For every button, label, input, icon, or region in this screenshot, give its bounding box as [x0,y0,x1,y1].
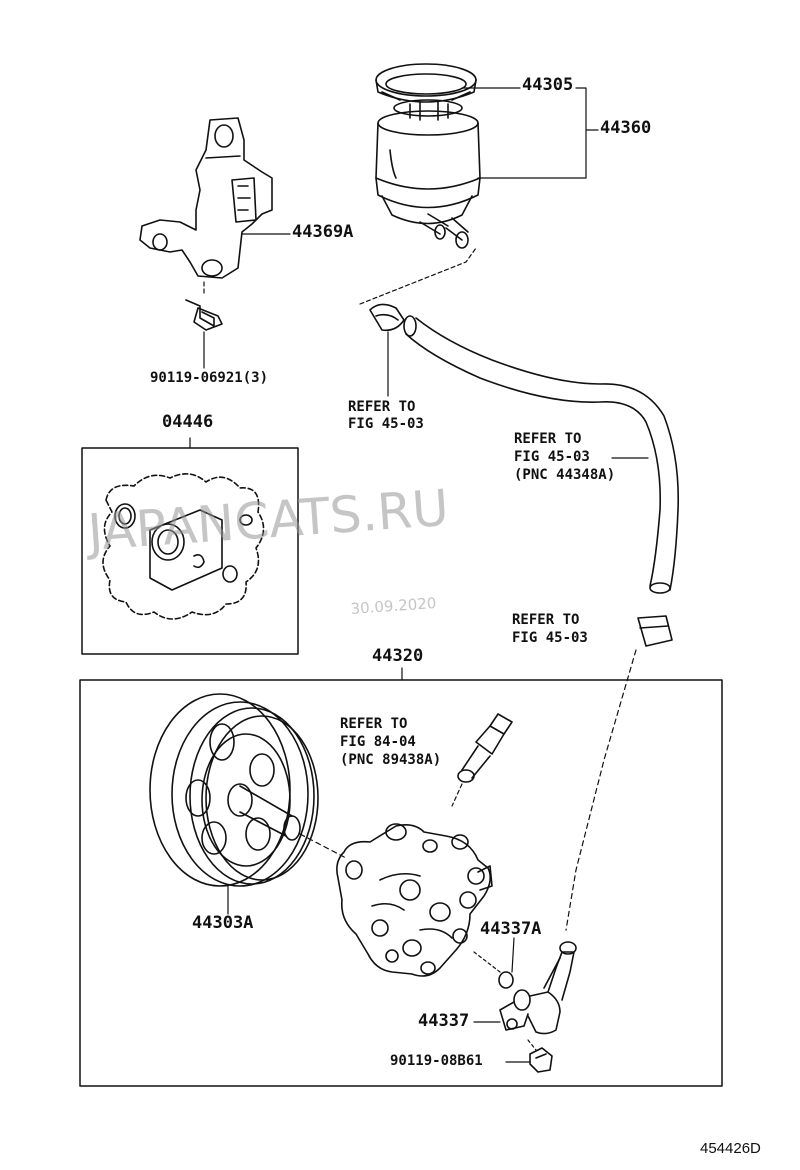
return-hose [403,315,680,594]
label-44337A: 44337A [480,919,542,939]
label-refer-sensor-line2: FIG 84-04 [340,734,416,750]
label-refer-hose-line3: (PNC 44348A) [514,467,616,483]
bracket-44369A [139,117,273,279]
pump-body [336,823,493,977]
label-refer-lower-line1: REFER TO [512,612,580,628]
label-44303A: 44303A [192,913,254,933]
pressure-switch [457,713,513,783]
bolt-90119-08B61 [529,1047,553,1073]
label-refer-hose-line1: REFER TO [514,431,582,447]
label-bolt-bottom: 90119-08B61 [390,1053,483,1069]
gasket-set-04446 [102,473,265,620]
label-bolt-top: 90119-06921(3) [150,370,269,386]
label-refer-clamp-line2: FIG 45-03 [348,416,424,432]
union-fitting-44337 [499,941,577,1035]
bolt-90119-06921 [185,299,223,331]
label-44320: 44320 [372,646,424,666]
pump-assembly-box [79,679,723,1087]
label-44369A: 44369A [292,222,354,242]
label-refer-sensor-line3: (PNC 89438A) [340,752,442,768]
label-refer-hose-line2: FIG 45-03 [514,449,590,465]
label-refer-clamp-line1: REFER TO [348,399,416,415]
label-refer-sensor-line1: REFER TO [340,716,408,732]
o-ring-44337A [498,971,514,989]
label-44337: 44337 [418,1011,470,1031]
label-04446: 04446 [162,412,214,432]
hose-clamp-upper [369,303,405,332]
figure-reference: 454426D [700,1140,761,1157]
label-44360: 44360 [600,118,652,138]
label-refer-lower-line2: FIG 45-03 [512,630,588,646]
reservoir-tank-44360 [375,99,481,249]
pulley-44303A [149,693,319,887]
hose-clamp-lower [637,615,673,647]
reservoir-cap-44305 [375,63,477,103]
label-44305: 44305 [522,75,574,95]
